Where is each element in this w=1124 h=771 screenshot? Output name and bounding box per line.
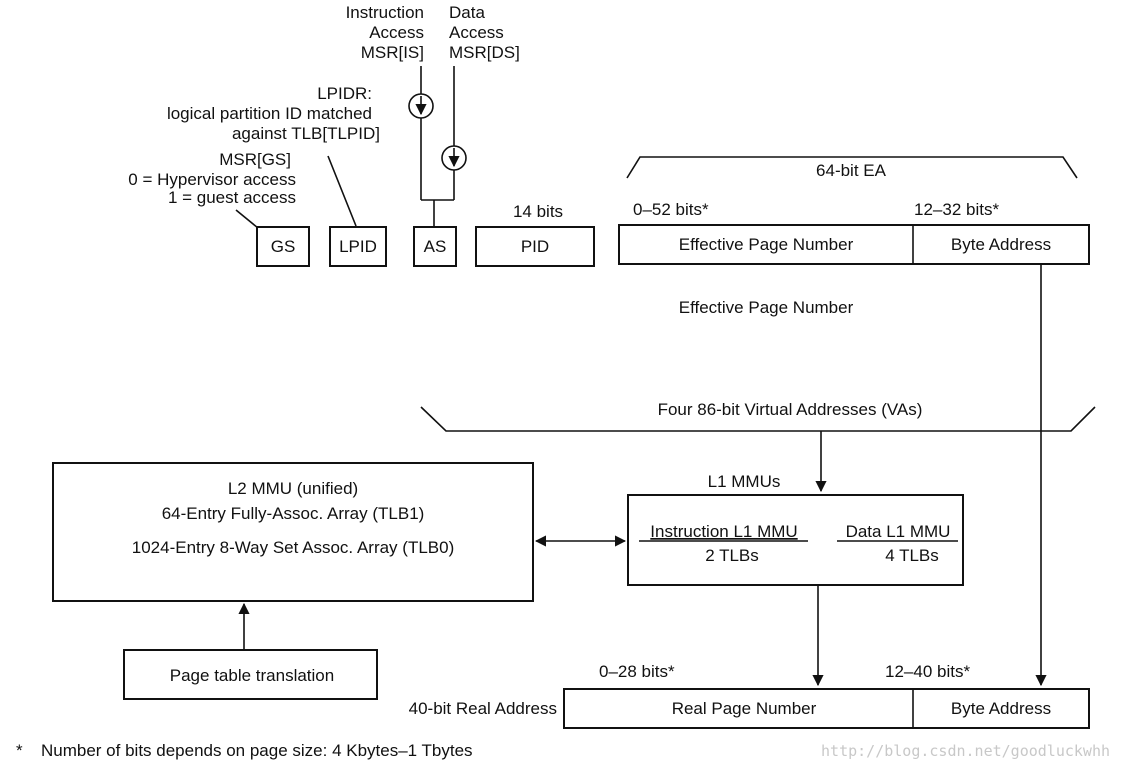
instruction-l1-title: Instruction L1 MMU [650, 522, 797, 541]
ra-label: 40-bit Real Address [409, 699, 557, 718]
ea-ba-field: Byte Address [951, 235, 1051, 254]
svg-text:Access: Access [369, 23, 424, 42]
svg-text:LPIDR:: LPIDR: [317, 84, 372, 103]
instruction-l1-tlbs: 2 TLBs [705, 546, 759, 565]
svg-text:LPID: LPID [339, 237, 377, 256]
svg-text:AS: AS [424, 237, 447, 256]
msr-gs-pointer [235, 209, 259, 229]
data-access-line [441, 66, 467, 200]
ea-register: Effective Page Number Byte Address [618, 224, 1090, 265]
svg-text:1 = guest access: 1 = guest access [168, 188, 296, 207]
msr-gs-label: MSR[GS] 0 = Hypervisor access 1 = guest … [128, 150, 296, 207]
svg-text:against TLB[TLPID]: against TLB[TLPID] [232, 124, 380, 143]
ea-epn-field: Effective Page Number [679, 235, 854, 254]
footnote-star: * [16, 741, 23, 760]
svg-text:MSR[IS]: MSR[IS] [361, 43, 424, 62]
l2-mmu-box: L2 MMU (unified) 64-Entry Fully-Assoc. A… [52, 462, 534, 602]
svg-text:PID: PID [521, 237, 549, 256]
ea-title: 64-bit EA [816, 161, 887, 180]
va-title: Four 86-bit Virtual Addresses (VAs) [658, 400, 923, 419]
page-table-box: Page table translation [123, 649, 378, 700]
svg-text:0 = Hypervisor access: 0 = Hypervisor access [128, 170, 296, 189]
svg-text:Page table translation: Page table translation [170, 666, 334, 685]
gs-field: GS [256, 226, 310, 267]
ra-ba-field: Byte Address [951, 699, 1051, 718]
ra-ba-bits: 12–40 bits* [885, 662, 970, 681]
as-join-line [421, 199, 454, 226]
lpid-field: LPID [329, 226, 387, 267]
pid-bits-label: 14 bits [513, 202, 563, 221]
svg-text:Data: Data [449, 3, 485, 22]
svg-text:L2 MMU (unified): L2 MMU (unified) [228, 479, 358, 498]
instruction-access-line [408, 66, 434, 200]
ea-bracket [626, 156, 1078, 179]
svg-text:1024-Entry 8-Way Set Assoc. Ar: 1024-Entry 8-Way Set Assoc. Array (TLB0) [132, 538, 455, 557]
ra-register: Real Page Number Byte Address [563, 688, 1090, 729]
lpidr-label: LPIDR: logical partition ID matched agai… [167, 84, 380, 143]
footnote-text: Number of bits depends on page size: 4 K… [41, 741, 473, 760]
lpidr-pointer [327, 155, 357, 227]
ra-rpn-field: Real Page Number [672, 699, 817, 718]
svg-text:GS: GS [271, 237, 296, 256]
ra-rpn-bits: 0–28 bits* [599, 662, 675, 681]
svg-text:Access: Access [449, 23, 504, 42]
svg-text:Instruction: Instruction [346, 3, 424, 22]
pid-field: PID [475, 226, 595, 267]
watermark: http://blog.csdn.net/goodluckwhh [821, 742, 1110, 760]
data-access-label: Data Access MSR[DS] [449, 3, 520, 62]
svg-text:MSR[DS]: MSR[DS] [449, 43, 520, 62]
svg-text:logical partition ID matched: logical partition ID matched [167, 104, 372, 123]
va-bracket [420, 406, 1096, 432]
data-l1-tlbs: 4 TLBs [885, 546, 939, 565]
ea-ba-bits: 12–32 bits* [914, 200, 999, 219]
instruction-access-label: Instruction Access MSR[IS] [346, 3, 424, 62]
l1-title: L1 MMUs [708, 472, 781, 491]
epn-caption: Effective Page Number [679, 298, 854, 317]
l1-mmu-box: Instruction L1 MMU 2 TLBs Data L1 MMU 4 … [627, 494, 964, 586]
data-l1-title: Data L1 MMU [846, 522, 951, 541]
svg-text:64-Entry Fully-Assoc. Array (T: 64-Entry Fully-Assoc. Array (TLB1) [162, 504, 425, 523]
as-field: AS [413, 226, 457, 267]
svg-text:MSR[GS]: MSR[GS] [219, 150, 291, 169]
ea-epn-bits: 0–52 bits* [633, 200, 709, 219]
